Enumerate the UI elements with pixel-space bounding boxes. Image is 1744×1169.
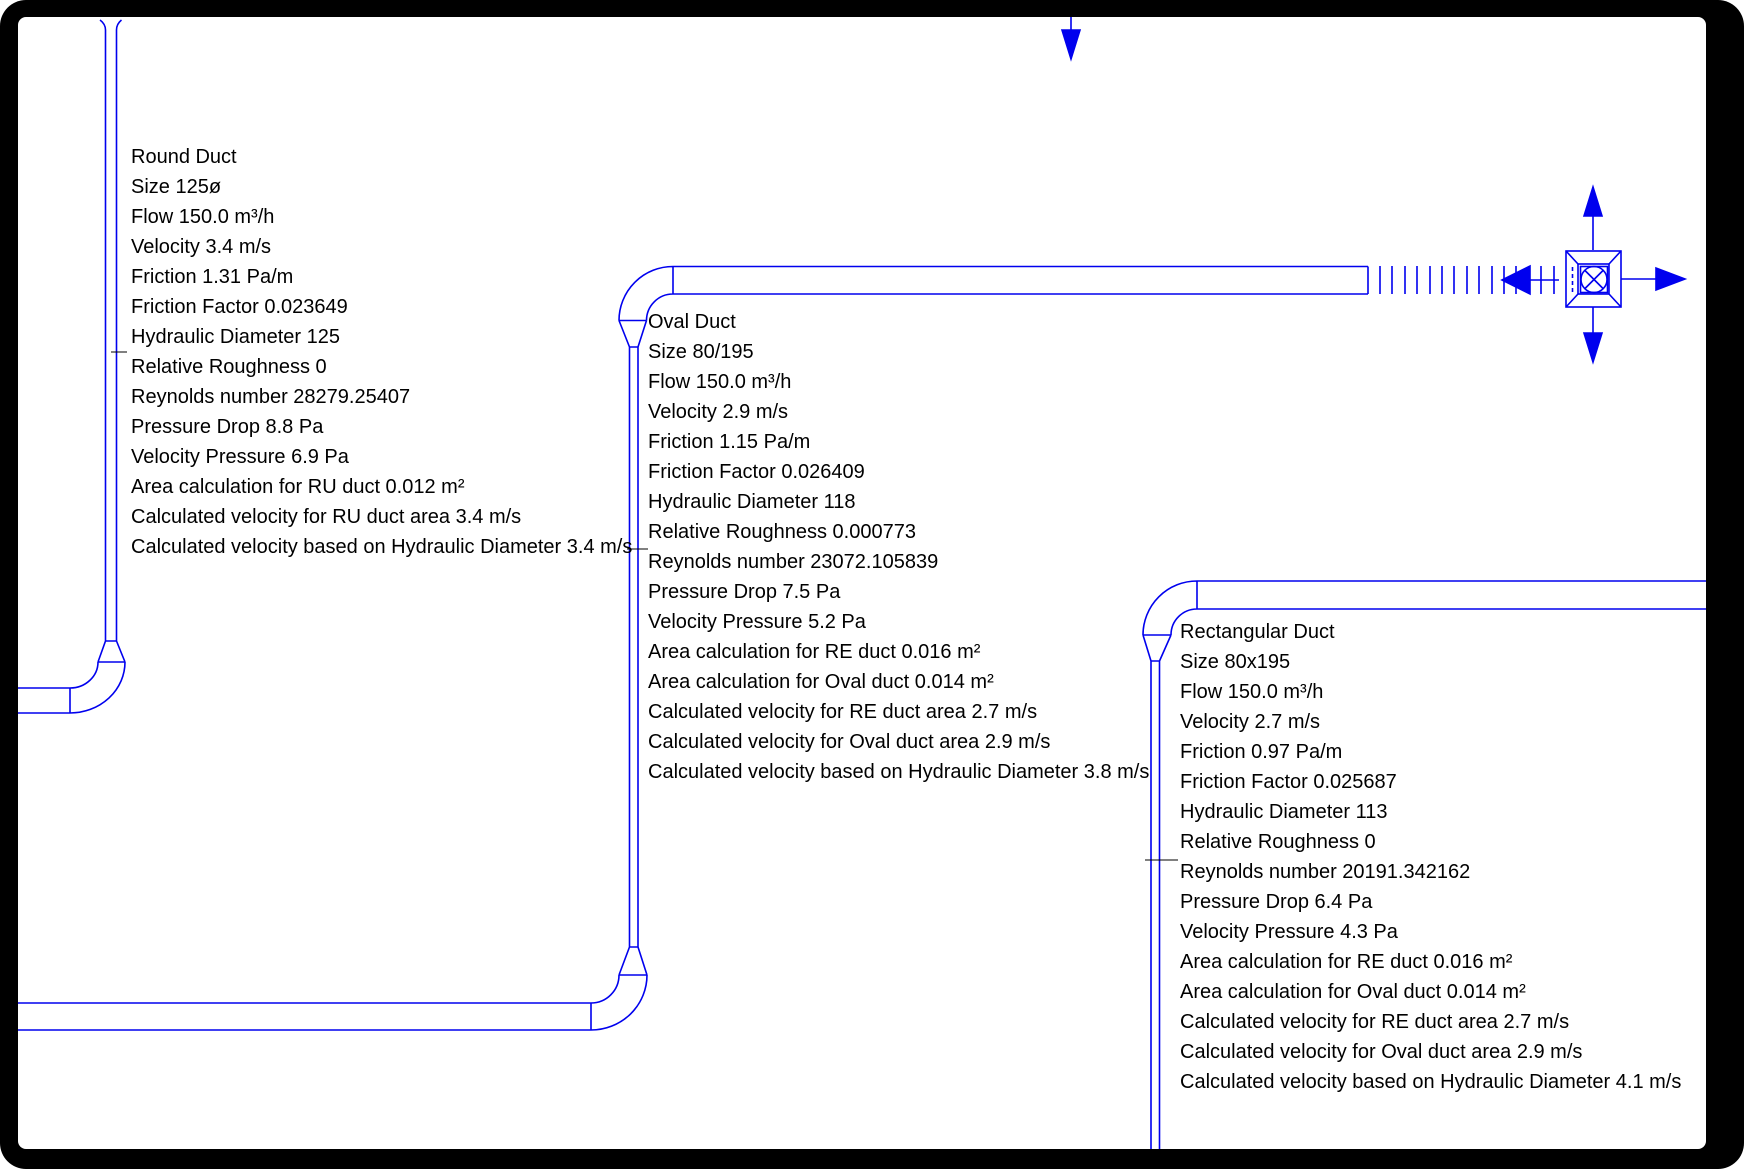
annotation-line: Velocity Pressure 4.3 Pa bbox=[1180, 921, 1398, 943]
duct-linework bbox=[18, 17, 1706, 1149]
annotation-line: Pressure Drop 6.4 Pa bbox=[1180, 891, 1373, 913]
annotation-line: Area calculation for RU duct 0.012 m² bbox=[131, 476, 465, 498]
annotation-line: Hydraulic Diameter 125 bbox=[131, 326, 340, 348]
air-terminal-diffuser[interactable] bbox=[1565, 250, 1622, 308]
annotation-line: Hydraulic Diameter 113 bbox=[1180, 801, 1388, 823]
annotation-line: Flow 150.0 m³/h bbox=[131, 206, 275, 228]
annotation-line: Reynolds number 28279.25407 bbox=[131, 386, 411, 408]
annotation-line: Calculated velocity based on Hydraulic D… bbox=[1180, 1071, 1682, 1093]
annotation-line: Relative Roughness 0 bbox=[1180, 831, 1376, 853]
annotation-line: Friction Factor 0.026409 bbox=[648, 461, 865, 483]
annotation-line: Friction 0.97 Pa/m bbox=[1180, 741, 1343, 763]
annotation-line: Area calculation for RE duct 0.016 m² bbox=[1180, 951, 1513, 973]
annotation-line: Velocity 2.7 m/s bbox=[1180, 711, 1321, 733]
annotation-line: Area calculation for RE duct 0.016 m² bbox=[648, 641, 981, 663]
annotation-line: Size 80x195 bbox=[1180, 651, 1291, 673]
annotation-line: Calculated velocity for RE duct area 2.7… bbox=[648, 701, 1038, 723]
flow-arrow-top-icon bbox=[1060, 17, 1082, 62]
annotation-line: Velocity 2.9 m/s bbox=[648, 401, 789, 423]
annotation-line: Area calculation for Oval duct 0.014 m² bbox=[1180, 981, 1526, 1003]
annotation-line: Size 125ø bbox=[131, 176, 222, 198]
diffuser-inner-square bbox=[1577, 263, 1610, 295]
annotation-line: Pressure Drop 7.5 Pa bbox=[648, 581, 841, 603]
annotation-line: Calculated velocity for Oval duct area 2… bbox=[1180, 1041, 1583, 1063]
flow-arrow-right-icon bbox=[1621, 266, 1688, 292]
annotation-line: Flow 150.0 m³/h bbox=[648, 371, 792, 393]
annotation-line: Pressure Drop 8.8 Pa bbox=[131, 416, 324, 438]
oval-duct-run[interactable] bbox=[18, 265, 1369, 1031]
annotation-line: Velocity Pressure 5.2 Pa bbox=[648, 611, 866, 633]
annotation-line: Calculated velocity for RE duct area 2.7… bbox=[1180, 1011, 1570, 1033]
annotation-line: Relative Roughness 0 bbox=[131, 356, 327, 378]
annotation-line: Flow 150.0 m³/h bbox=[1180, 681, 1324, 703]
annotation-line: Friction 1.15 Pa/m bbox=[648, 431, 811, 453]
annotation-line: Reynolds number 23072.105839 bbox=[648, 551, 939, 573]
flow-arrow-left-icon bbox=[1500, 264, 1559, 296]
annotation-line: Velocity 3.4 m/s bbox=[131, 236, 272, 258]
rectangular-duct-run[interactable] bbox=[1142, 580, 1706, 1149]
flow-arrows bbox=[1060, 17, 1688, 365]
annotation-line: Friction Factor 0.023649 bbox=[131, 296, 348, 318]
flow-arrow-down-icon bbox=[1582, 307, 1604, 365]
annotation-line: Calculated velocity based on Hydraulic D… bbox=[648, 761, 1150, 783]
diffuser-cone-lines bbox=[1565, 250, 1622, 308]
flow-arrow-up-icon bbox=[1582, 184, 1604, 250]
annotation-line: Velocity Pressure 6.9 Pa bbox=[131, 446, 349, 468]
diffuser-round-neck bbox=[1580, 265, 1608, 294]
diffuser-cross-icon bbox=[1584, 269, 1604, 290]
annotation-line: Area calculation for Oval duct 0.014 m² bbox=[648, 671, 994, 693]
annotation-line: Relative Roughness 0.000773 bbox=[648, 521, 916, 543]
annotation-line: Friction Factor 0.025687 bbox=[1180, 771, 1397, 793]
annotation-line: Calculated velocity based on Hydraulic D… bbox=[131, 536, 633, 558]
annotation-line: Rectangular Duct bbox=[1180, 621, 1335, 643]
round-duct-riser[interactable] bbox=[18, 19, 126, 714]
annotation-line: Round Duct bbox=[131, 146, 237, 168]
annotation-line: Calculated velocity for Oval duct area 2… bbox=[648, 731, 1051, 753]
annotation-line: Reynolds number 20191.342162 bbox=[1180, 861, 1471, 883]
annotation-line: Friction 1.31 Pa/m bbox=[131, 266, 294, 288]
annotation-leaders bbox=[111, 351, 1178, 861]
annotation-line: Hydraulic Diameter 118 bbox=[648, 491, 856, 513]
annotation-line: Size 80/195 bbox=[648, 341, 754, 363]
annotation-line: Oval Duct bbox=[648, 311, 736, 333]
annotation-line: Calculated velocity for RU duct area 3.4… bbox=[131, 506, 522, 528]
